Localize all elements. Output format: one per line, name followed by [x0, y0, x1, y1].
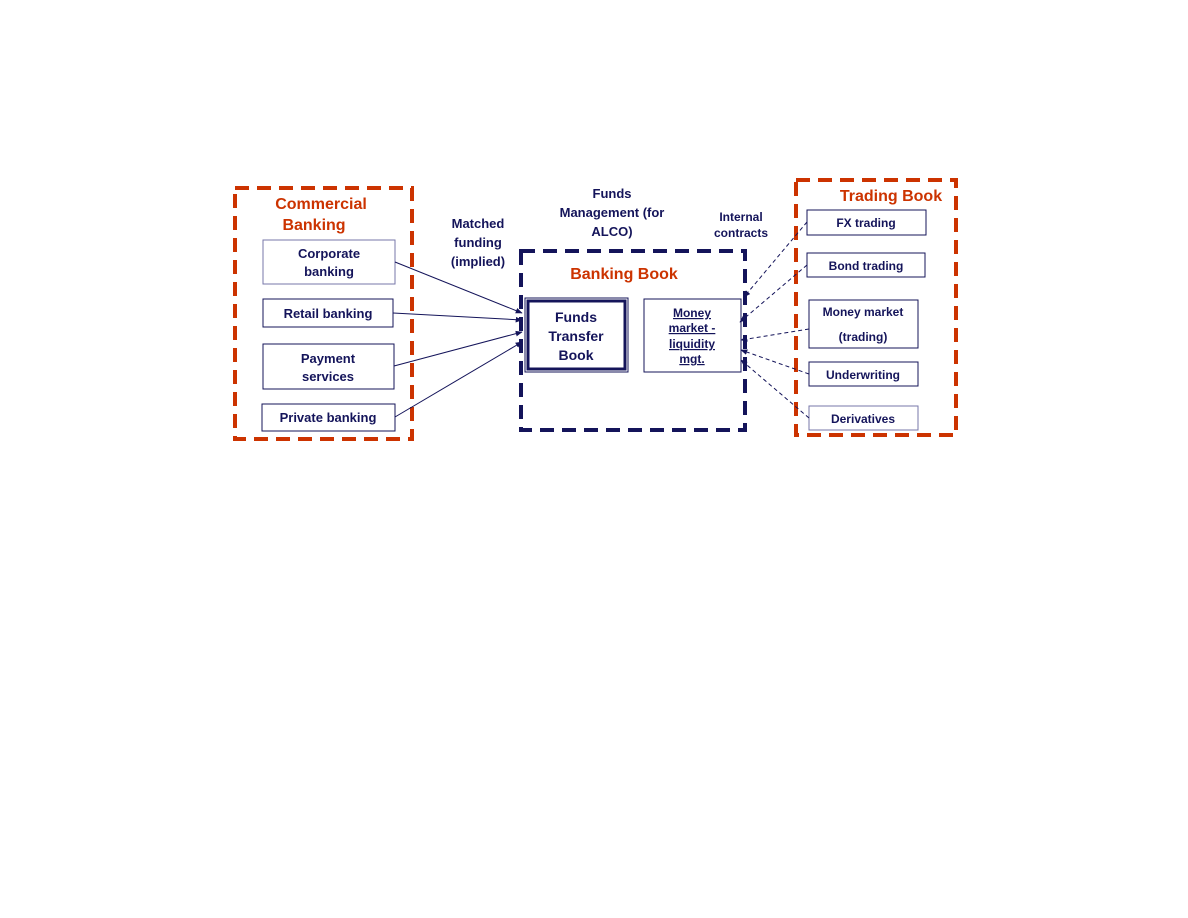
node-money-market-liquidity: Money market - liquidity mgt.	[643, 298, 742, 373]
node-label: Derivatives	[831, 412, 895, 426]
node-label: Funds	[555, 309, 597, 325]
node-bond-trading: Bond trading	[806, 252, 926, 278]
banking-book-title: Banking Book	[570, 266, 678, 283]
node-underwriting: Underwriting	[808, 361, 919, 387]
node-label: Payment	[301, 351, 356, 366]
matched-funding-label: Matched funding (implied)	[451, 216, 505, 269]
node-label: Book	[559, 347, 594, 363]
label-line: funding	[454, 235, 502, 250]
label-line: (implied)	[451, 254, 505, 269]
arrow-derivatives-to-mm	[740, 359, 810, 419]
node-label: services	[302, 369, 354, 384]
label-line: contracts	[714, 226, 768, 240]
node-funds-transfer-book: Funds Transfer Book	[524, 297, 629, 373]
commercial-banking-title-2: Banking	[282, 217, 345, 234]
node-label: Underwriting	[826, 368, 900, 382]
node-label: mgt.	[679, 352, 704, 366]
arrow-underwriting-to-mm	[740, 349, 810, 375]
commercial-banking-group: Commercial Banking Corporate banking Ret…	[233, 186, 414, 441]
node-label: (trading)	[839, 330, 888, 344]
label-line: Funds	[593, 186, 632, 201]
node-label: Private banking	[280, 410, 377, 425]
trading-book-border	[794, 178, 958, 437]
node-label: liquidity	[669, 337, 715, 351]
arrow-fx-to-mm	[743, 221, 808, 298]
trading-book-group: Trading Book FX trading Bond trading Mon…	[794, 178, 958, 437]
node-label: market -	[669, 321, 716, 335]
node-fx-trading: FX trading	[806, 209, 927, 236]
node-corporate-banking: Corporate banking	[262, 239, 396, 285]
node-private-banking: Private banking	[261, 403, 396, 432]
commercial-banking-border	[233, 186, 414, 441]
arrow-payment-to-ftb	[393, 330, 523, 367]
funds-management-label: Funds Management (for ALCO)	[560, 186, 665, 239]
internal-contracts-label: Internal contracts	[714, 210, 768, 240]
commercial-banking-title-1: Commercial	[275, 196, 367, 213]
banking-book-group: Banking Book Funds Transfer Book Money m…	[519, 249, 747, 432]
node-label: banking	[304, 264, 354, 279]
label-line: Matched	[452, 216, 505, 231]
node-payment-services: Payment services	[262, 343, 395, 390]
node-label: Corporate	[298, 246, 360, 261]
node-label: Money market	[823, 305, 904, 319]
matched-funding-arrows	[392, 261, 523, 418]
node-label: Bond trading	[829, 259, 904, 273]
node-label: Transfer	[548, 328, 604, 344]
trading-book-title: Trading Book	[840, 188, 942, 205]
node-retail-banking: Retail banking	[262, 298, 394, 328]
arrow-mmtrading-to-mm	[740, 328, 810, 342]
label-line: Management (for	[560, 205, 665, 220]
label-line: ALCO)	[591, 224, 632, 239]
internal-contract-arrows	[739, 221, 810, 419]
arrow-bond-to-mm	[739, 264, 808, 323]
node-label: FX trading	[836, 216, 895, 230]
arrow-private-to-ftb	[394, 341, 523, 418]
node-label: Retail banking	[284, 306, 373, 321]
arrow-retail-to-ftb	[392, 312, 523, 323]
node-label: Money	[673, 306, 711, 320]
node-derivatives: Derivatives	[808, 405, 919, 431]
node-money-market-trading: Money market (trading)	[808, 299, 919, 349]
label-line: Internal	[719, 210, 762, 224]
arrow-corporate-to-ftb	[394, 261, 523, 314]
